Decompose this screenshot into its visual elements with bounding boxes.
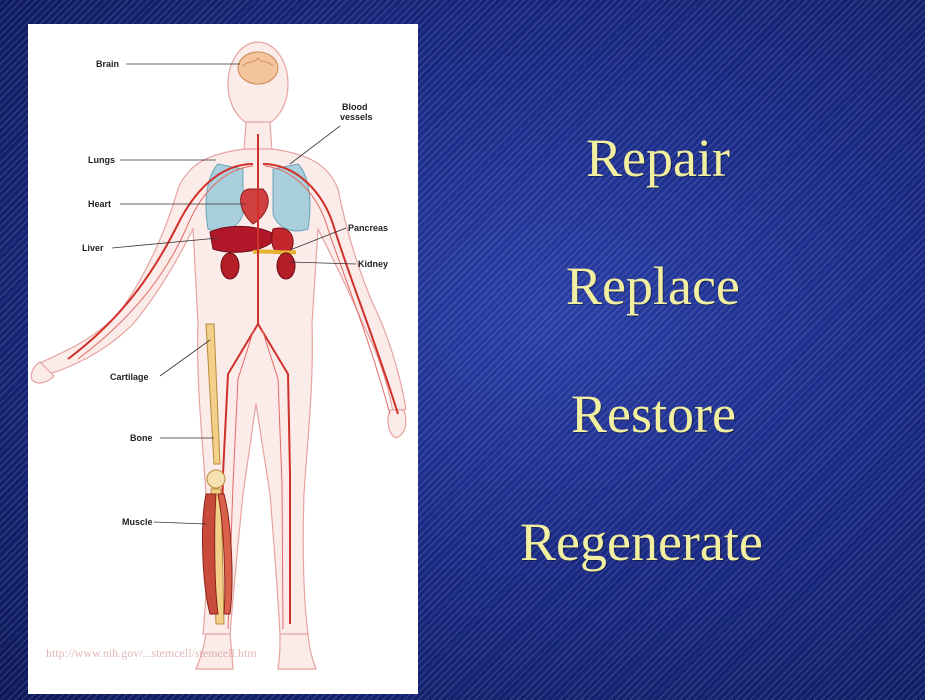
word-repair: Repair <box>586 128 730 188</box>
knee-cartilage <box>207 470 225 488</box>
left-kidney-shape <box>221 253 239 279</box>
pancreas-shape <box>253 251 296 252</box>
source-watermark: http://www.nih.gov/...stemcell/stemcell.… <box>46 646 257 661</box>
label-kidney: Kidney <box>358 259 388 269</box>
brain-shape <box>238 52 278 84</box>
label-liver: Liver <box>82 243 104 253</box>
anatomy-figure-panel: Brain Blood vessels Lungs Heart Pancreas… <box>28 24 418 694</box>
label-bone: Bone <box>130 433 153 443</box>
right-lung-shape <box>273 164 310 231</box>
label-muscle: Muscle <box>122 517 153 527</box>
right-kidney-shape <box>277 253 295 279</box>
label-brain: Brain <box>96 59 119 69</box>
label-pancreas: Pancreas <box>348 223 388 233</box>
label-cartilage: Cartilage <box>110 372 149 382</box>
word-regenerate: Regenerate <box>520 512 763 572</box>
label-blood-vessels-line1: Blood <box>342 102 368 112</box>
label-heart: Heart <box>88 199 111 209</box>
word-replace: Replace <box>566 256 740 316</box>
left-lung-shape <box>206 164 243 231</box>
word-restore: Restore <box>571 384 736 444</box>
label-lungs: Lungs <box>88 155 115 165</box>
anatomy-illustration <box>28 24 418 694</box>
label-blood-vessels-line2: vessels <box>340 112 373 122</box>
